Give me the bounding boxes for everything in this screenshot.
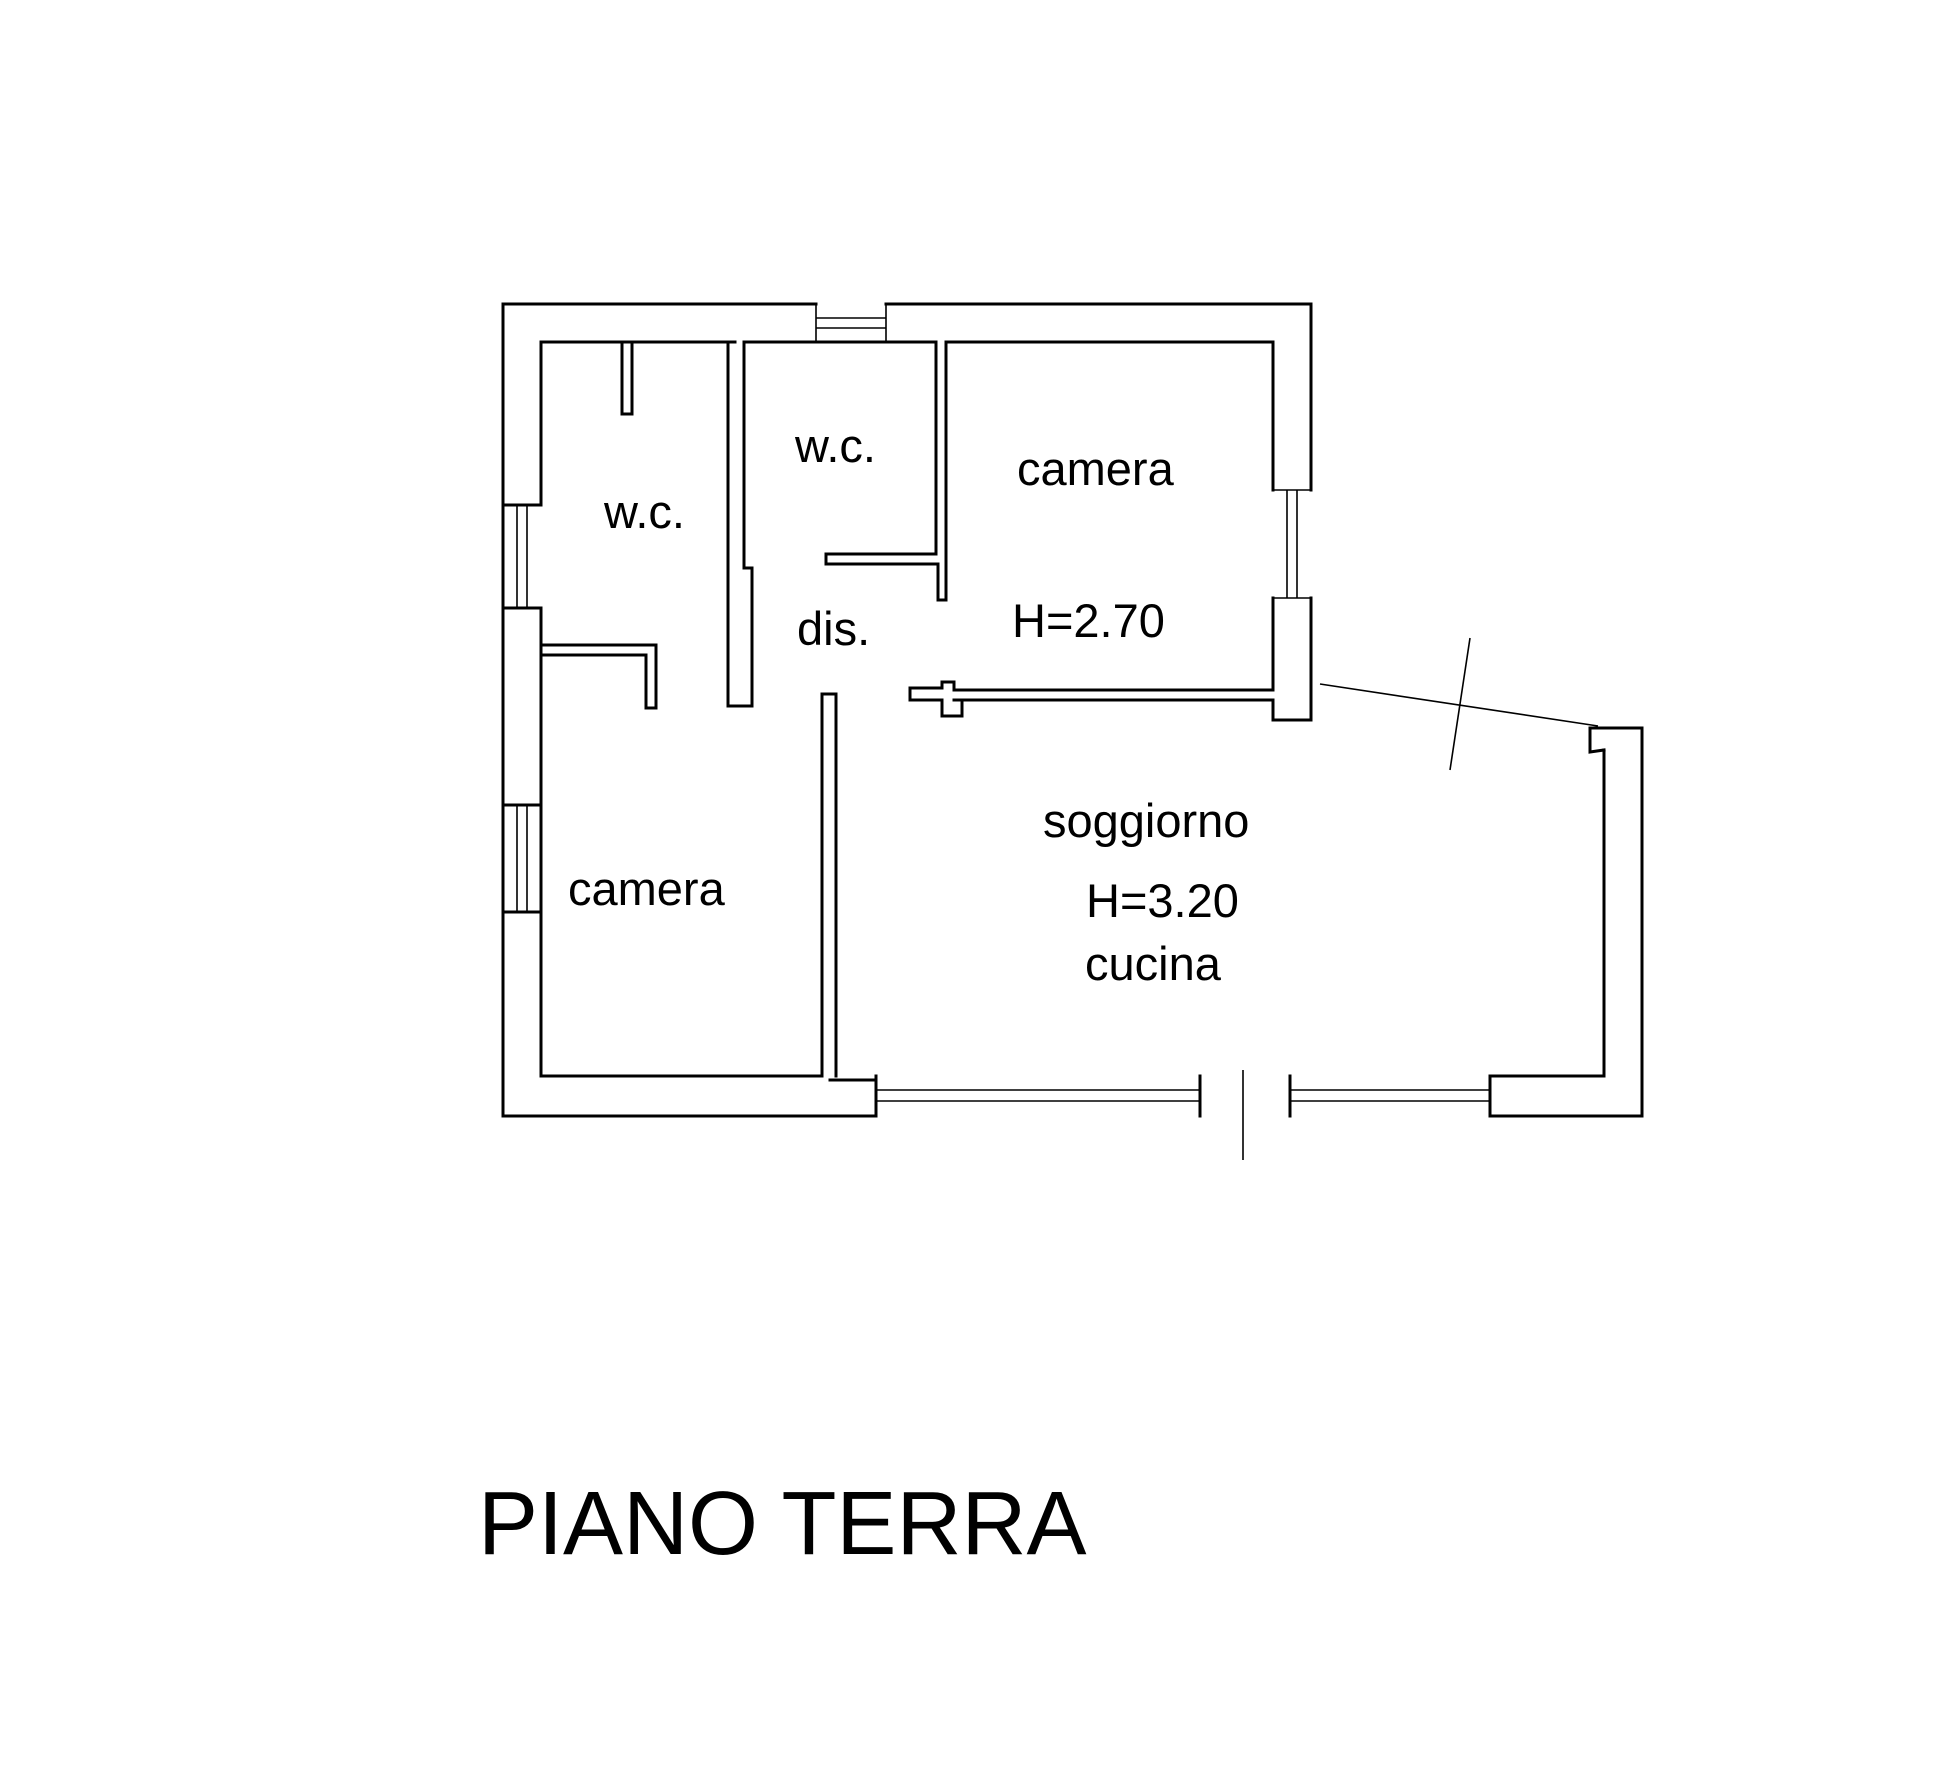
outer-walls	[501, 302, 1644, 1118]
label-camera-bottom: camera	[568, 862, 726, 915]
angled-wall-line	[1319, 683, 1599, 727]
room-labels: w.c. w.c. camera H=2.70 dis. camera sogg…	[568, 419, 1249, 990]
interior-walls	[539, 340, 1313, 1078]
angled-wall-tick	[1449, 637, 1471, 771]
right-corner	[1588, 726, 1644, 754]
camera-top-bottom-wall	[908, 680, 1313, 722]
left-wall-segments	[501, 503, 543, 1078]
wc-middle-right-wall	[824, 340, 948, 602]
label-camera-top: camera	[1017, 442, 1175, 495]
wc-left-bottom-wall	[539, 643, 658, 710]
label-cucina: cucina	[1085, 937, 1222, 990]
opening-marks	[1319, 637, 1599, 771]
window-left-upper	[516, 505, 528, 608]
wc-partition	[726, 340, 754, 708]
label-soggiorno: soggiorno	[1043, 794, 1249, 847]
plan-title: PIANO TERRA	[478, 1474, 1086, 1574]
window-top	[815, 304, 887, 342]
wc-left-door-stub	[620, 340, 634, 416]
windows	[516, 304, 1490, 1160]
bottom-window-jambs	[874, 1074, 1492, 1118]
window-bottom-right	[1290, 1089, 1490, 1102]
top-wall-outer	[501, 302, 1313, 1118]
bottom-wall	[501, 726, 1644, 1118]
label-wc-left: w.c.	[603, 485, 685, 538]
label-soggiorno-height: H=3.20	[1086, 874, 1239, 927]
window-right	[1273, 489, 1311, 599]
label-disimpegno: dis.	[797, 602, 870, 655]
top-wall-inner	[539, 340, 1275, 692]
camera-soggiorno-wall	[820, 692, 838, 1078]
window-bottom-left	[876, 1089, 1200, 1102]
label-wc-middle: w.c.	[794, 419, 876, 472]
label-camera-top-height: H=2.70	[1012, 594, 1165, 647]
window-left-lower	[516, 805, 528, 912]
